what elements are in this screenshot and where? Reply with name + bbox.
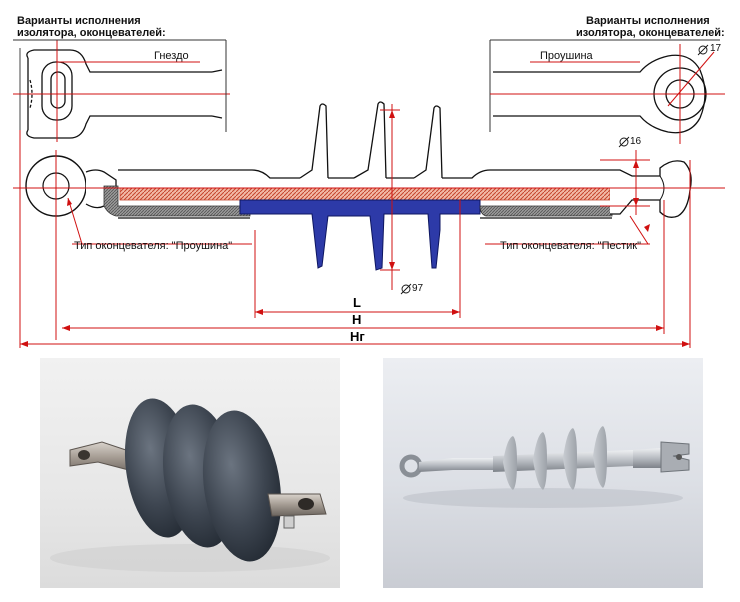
variants-left-line1: Варианты исполнения xyxy=(17,15,141,27)
arrowheads xyxy=(20,110,690,347)
photo-insulator-light-drawing xyxy=(399,426,690,508)
diameter-97-label: 97 xyxy=(412,283,424,294)
photo-insulator-light xyxy=(383,358,703,588)
end-type-pin-label: Тип оконцевателя: "Пестик" xyxy=(500,240,642,252)
photo-insulator-dark xyxy=(40,358,340,588)
insulator-section xyxy=(25,101,692,271)
photo-insulator-dark-drawing xyxy=(50,398,330,572)
dimension-L: L xyxy=(353,295,361,310)
variants-right-line2: изолятора, оконцевателей: xyxy=(576,27,725,39)
socket-detail xyxy=(13,48,225,139)
variants-left-line2: изолятора, оконцевателей: xyxy=(17,27,166,39)
dimension-H: H xyxy=(352,312,362,327)
socket-label: Гнездо xyxy=(154,50,189,62)
diameter-17-label: 17 xyxy=(710,43,722,54)
diameter-16-label: 16 xyxy=(630,136,642,147)
dimension-lines xyxy=(13,104,725,348)
eye-label: Проушина xyxy=(540,50,593,62)
technical-drawing xyxy=(13,39,725,348)
variants-right-line1: Варианты исполнения xyxy=(586,15,710,27)
end-type-eye-label: Тип оконцевателя: "Проушина" xyxy=(74,240,233,252)
dimension-Hg: Hг xyxy=(350,329,365,344)
